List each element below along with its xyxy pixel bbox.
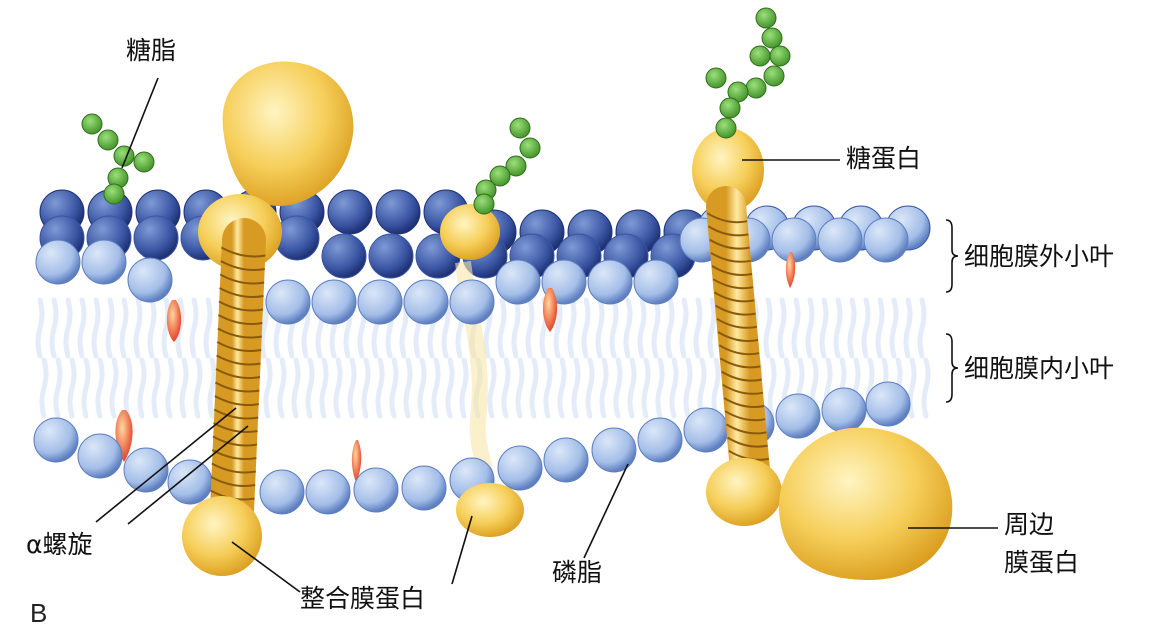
phospholipid-head [127,257,173,303]
label-integral-protein: 整合膜蛋白 [300,584,426,613]
phospholipid-head [265,279,311,325]
glycolipid-sugar-chain [81,113,155,205]
phospholipid-head [865,381,911,427]
phospholipid-head [863,217,909,263]
sugar-residue [81,113,103,135]
phospholipid-head [403,279,449,325]
phospholipid-head [633,259,679,305]
sugar-residue [749,45,771,67]
sugar-residue [705,67,727,89]
phospholipid-head [543,437,589,483]
sugar-residue [133,151,155,173]
phospholipid-head [821,387,867,433]
label-alpha-helix: α螺旋 [26,530,93,559]
phospholipid-head [81,239,127,285]
small-embedded-protein [440,204,500,492]
phospholipid-head [35,239,81,285]
sugar-residue [489,165,511,187]
sugar-residue [761,27,783,49]
phospholipid-head [274,215,320,261]
label-phospholipid: 磷脂 [552,558,603,587]
label-outer-leaflet: 细胞膜外小叶 [964,242,1115,271]
phospholipid-head [637,417,683,463]
phospholipid-head [817,217,863,263]
phospholipid-head [401,465,447,511]
sugar-residue [505,155,527,177]
leader-lines [95,77,998,593]
phospholipid-head [77,433,123,479]
phospholipid-head [259,469,305,515]
label-glycoprotein: 糖蛋白 [846,144,922,173]
lower-small-protein [456,483,524,537]
label-inner-leaflet: 细胞膜内小叶 [964,354,1115,383]
phospholipid-head [167,459,213,505]
phospholipid-head [133,215,179,261]
phospholipid-head [495,259,541,305]
label-peripheral-protein-line2: 膜蛋白 [1004,548,1080,577]
phospholipid-head [368,233,414,279]
phospholipid-head [683,407,729,453]
inner-leaflet-heads [33,381,911,515]
sugar-residue [719,97,741,119]
label-peripheral-protein-line1: 周边 [1004,510,1055,539]
leaflet-braces [945,219,959,403]
panel-letter: B [30,598,48,628]
phospholipid-head [587,259,633,305]
phospholipid-head [497,445,543,491]
alpha-helix-body [210,218,266,532]
sugar-residue [715,117,737,139]
sugar-residue [103,183,125,205]
glycoprotein [692,128,782,526]
sugar-residue [473,193,495,215]
phospholipid-head [771,217,817,263]
sugar-residue [519,137,541,159]
phospholipid-head [123,447,169,493]
sugar-residue [509,117,531,139]
label-glycolipid: 糖脂 [126,36,177,65]
glycoprotein-sugar-chain [705,7,791,139]
phospholipid-head [353,467,399,513]
phospholipid-head [357,279,403,325]
phospholipid-head [375,189,421,235]
peripheral-membrane-protein [778,427,953,580]
phospholipid-head [305,469,351,515]
phospholipid-head [775,393,821,439]
phospholipid-head [449,279,495,325]
phospholipid-head [327,189,373,235]
phospholipid-head [311,279,357,325]
sugar-residue [755,7,777,29]
phospholipid-head [591,427,637,473]
alpha-helix-body [706,186,770,490]
sugar-residue [97,129,119,151]
sugar-residue [763,65,785,87]
sugar-residue [745,77,767,99]
center-sugar-chain [473,117,541,215]
phospholipid-head [321,233,367,279]
phospholipid-head [33,417,79,463]
sugar-residue [769,45,791,67]
integral-membrane-protein [182,61,354,576]
